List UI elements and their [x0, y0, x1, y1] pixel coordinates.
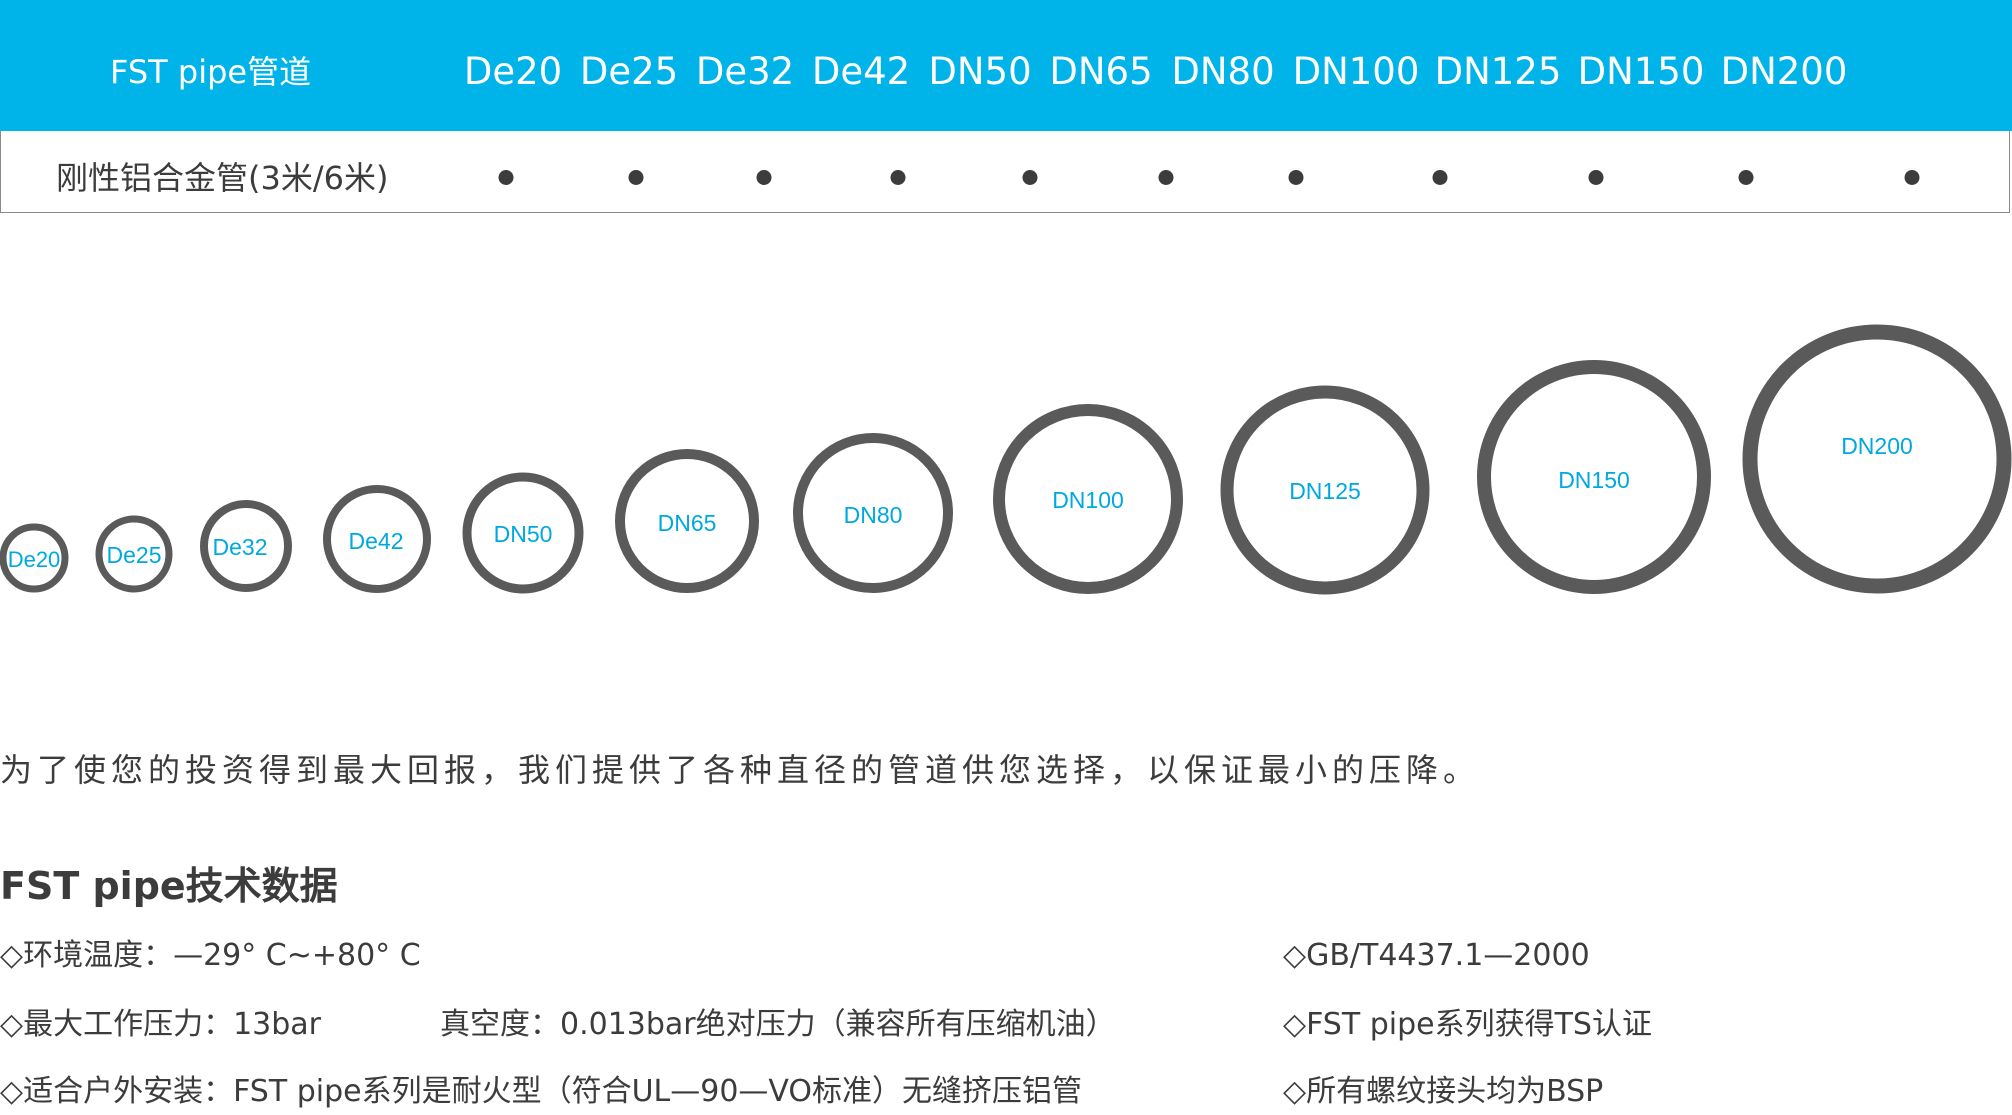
size-header-dn125: DN125	[1434, 50, 1562, 93]
spec-bsp-threads: ◇所有螺纹接头均为BSP	[1283, 1074, 1604, 1109]
ring-label-de32: De32	[213, 534, 268, 560]
ring-dn65	[615, 449, 759, 593]
tech-data-heading: FST pipe技术数据	[0, 864, 338, 908]
ring-dn80	[793, 433, 953, 593]
pipe-size-diagram: De20 De25 De32 De42 DN50 DN65 DN80 DN100…	[0, 324, 2012, 595]
ring-dn100	[993, 404, 1183, 594]
ring-de32	[200, 500, 292, 592]
availability-dot-dn50	[1022, 170, 1038, 185]
size-header-dn200: DN200	[1720, 50, 1848, 93]
availability-dot-de20	[498, 170, 514, 185]
size-header-de42: De42	[811, 50, 911, 93]
ring-label-dn80: DN80	[844, 502, 903, 528]
ring-label-dn200: DN200	[1841, 433, 1913, 459]
header-band	[0, 0, 2012, 131]
ring-label-dn150: DN150	[1558, 467, 1630, 493]
spec-ambient-temperature: ◇环境温度：—29° C~+80° C	[0, 938, 421, 973]
ring-label-dn65: DN65	[658, 510, 717, 536]
availability-dot-dn80	[1288, 170, 1304, 185]
availability-dot-dn200	[1904, 170, 1920, 185]
size-header-de25: De25	[579, 50, 679, 93]
size-header-dn150: DN150	[1577, 50, 1705, 93]
ring-label-de42: De42	[349, 528, 404, 554]
availability-dot-dn150	[1738, 170, 1754, 185]
availability-dot-de32	[756, 170, 772, 185]
spec-outdoor-installation: ◇适合户外安装：FST pipe系列是耐火型（符合UL—90—VO标准）无缝挤压…	[0, 1074, 1083, 1109]
ring-dn125	[1220, 385, 1430, 595]
spec-gb-standard: ◇GB/T4437.1—2000	[1283, 938, 1590, 973]
size-header-dn65: DN65	[1049, 50, 1153, 93]
ring-dn150	[1477, 360, 1711, 594]
ring-label-dn100: DN100	[1052, 487, 1124, 513]
ring-label-de20: De20	[8, 547, 61, 572]
availability-row	[0, 131, 2010, 213]
header-title: FST pipe管道	[110, 53, 312, 91]
ring-de42	[323, 485, 431, 593]
availability-dot-dn100	[1432, 170, 1448, 185]
intro-paragraph: 为了使您的投资得到最大回报，我们提供了各种直径的管道供您选择，以保证最小的压降。	[0, 751, 1481, 789]
spec-max-working-pressure: ◇最大工作压力：13bar	[0, 1007, 322, 1042]
ring-label-dn50: DN50	[494, 521, 553, 547]
spec-vacuum-level: 真空度：0.013bar绝对压力（兼容所有压缩机油）	[440, 1007, 1116, 1042]
ring-label-dn125: DN125	[1289, 478, 1361, 504]
size-header-de20: De20	[463, 50, 563, 93]
ring-dn50	[462, 472, 584, 594]
ring-dn200	[1742, 324, 2012, 594]
spec-ts-certification: ◇FST pipe系列获得TS认证	[1283, 1007, 1652, 1042]
size-header-dn100: DN100	[1292, 50, 1420, 93]
row-label-rigid-aluminum-pipe: 刚性铝合金管(3米/6米)	[56, 159, 389, 197]
size-header-dn50: DN50	[928, 50, 1032, 93]
availability-dot-dn125	[1588, 170, 1604, 185]
size-header-de32: De32	[695, 50, 795, 93]
ring-label-de25: De25	[107, 542, 162, 568]
size-header-dn80: DN80	[1171, 50, 1275, 93]
availability-dot-de25	[628, 170, 644, 185]
availability-dot-de42	[890, 170, 906, 185]
availability-dot-dn65	[1158, 170, 1174, 185]
ring-de25	[95, 515, 173, 593]
ring-de20	[0, 523, 69, 593]
